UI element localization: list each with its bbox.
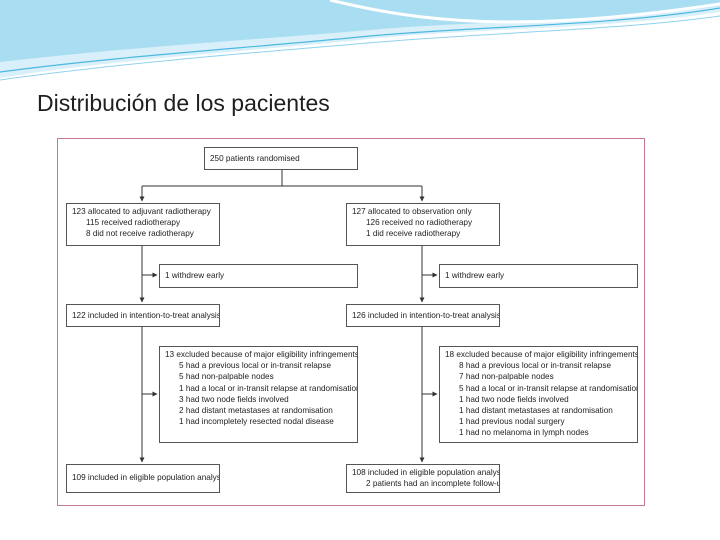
right-eligible-box: 108 included in eligible population anal… bbox=[346, 464, 500, 493]
left-received-text: 115 received radiotherapy bbox=[72, 217, 214, 228]
right-excluded-item: 7 had non-palpable nodes bbox=[445, 371, 632, 382]
left-allocated-box: 123 allocated to adjuvant radiotherapy 1… bbox=[66, 203, 220, 246]
right-excluded-title: 18 excluded because of major eligibility… bbox=[445, 349, 632, 360]
left-itt-box: 122 included in intention-to-treat analy… bbox=[66, 304, 220, 327]
right-allocated-text: 127 allocated to observation only bbox=[352, 206, 494, 217]
right-itt-box: 126 included in intention-to-treat analy… bbox=[346, 304, 500, 327]
right-excluded-box: 18 excluded because of major eligibility… bbox=[439, 346, 638, 443]
left-excluded-item: 5 had a previous local or in-transit rel… bbox=[165, 360, 352, 371]
right-withdrew-box: 1 withdrew early bbox=[439, 264, 638, 288]
left-not-received-text: 8 did not receive radiotherapy bbox=[72, 228, 214, 239]
right-excluded-item: 5 had a local or in-transit relapse at r… bbox=[445, 383, 632, 394]
left-excluded-title: 13 excluded because of major eligibility… bbox=[165, 349, 352, 360]
left-excluded-item: 3 had two node fields involved bbox=[165, 394, 352, 405]
right-excluded-item: 1 had previous nodal surgery bbox=[445, 416, 632, 427]
left-withdrew-text: 1 withdrew early bbox=[165, 271, 224, 280]
right-excluded-item: 1 had distant metastases at randomisatio… bbox=[445, 405, 632, 416]
right-eligible-text: 108 included in eligible population anal… bbox=[352, 467, 494, 478]
right-excluded-item: 1 had no melanoma in lymph nodes bbox=[445, 427, 632, 438]
left-allocated-text: 123 allocated to adjuvant radiotherapy bbox=[72, 206, 214, 217]
randomised-box: 250 patients randomised bbox=[204, 147, 358, 170]
randomised-text: 250 patients randomised bbox=[210, 154, 300, 163]
right-itt-text: 126 included in intention-to-treat analy… bbox=[352, 311, 500, 320]
right-excluded-item: 8 had a previous local or in-transit rel… bbox=[445, 360, 632, 371]
right-allocated-box: 127 allocated to observation only 126 re… bbox=[346, 203, 500, 246]
left-eligible-box: 109 included in eligible population anal… bbox=[66, 464, 220, 493]
left-excluded-item: 5 had non-palpable nodes bbox=[165, 371, 352, 382]
right-received-text: 126 received no radiotherapy bbox=[352, 217, 494, 228]
left-excluded-item: 2 had distant metastases at randomisatio… bbox=[165, 405, 352, 416]
left-eligible-text: 109 included in eligible population anal… bbox=[72, 473, 220, 482]
left-itt-text: 122 included in intention-to-treat analy… bbox=[72, 311, 220, 320]
right-excluded-item: 1 had two node fields involved bbox=[445, 394, 632, 405]
left-withdrew-box: 1 withdrew early bbox=[159, 264, 358, 288]
right-not-received-text: 1 did receive radiotherapy bbox=[352, 228, 494, 239]
right-withdrew-text: 1 withdrew early bbox=[445, 271, 504, 280]
left-excluded-box: 13 excluded because of major eligibility… bbox=[159, 346, 358, 443]
left-excluded-item: 1 had incompletely resected nodal diseas… bbox=[165, 416, 352, 427]
left-excluded-item: 1 had a local or in-transit relapse at r… bbox=[165, 383, 352, 394]
right-eligible-note: 2 patients had an incomplete follow-up bbox=[352, 478, 494, 489]
